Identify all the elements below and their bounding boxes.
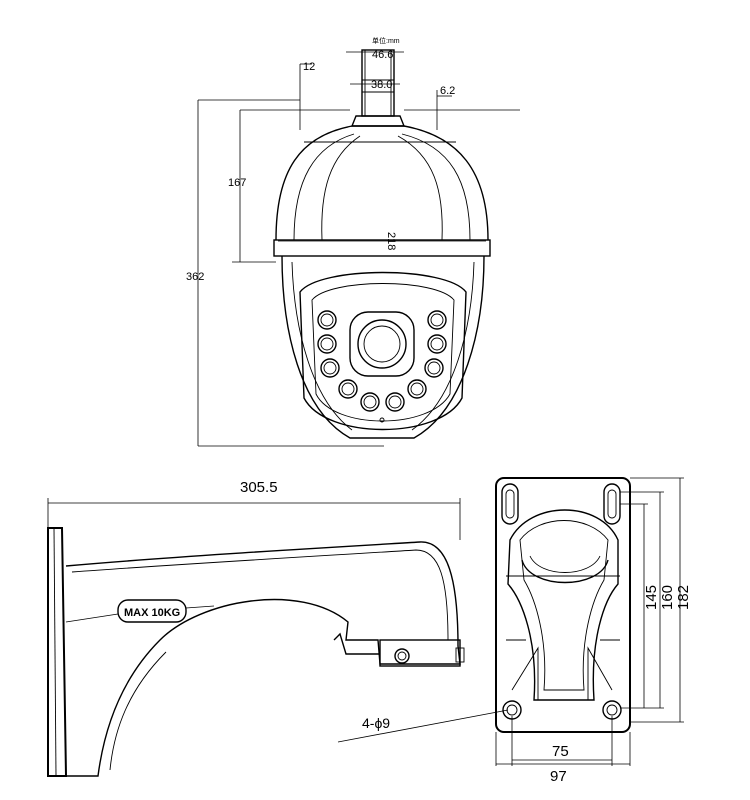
ir-led	[317, 334, 337, 354]
bracket-screw	[394, 648, 410, 664]
mounting-plate	[495, 477, 631, 733]
unit-label: 单位:mm	[372, 36, 400, 45]
dim-6-2: 6.2	[440, 85, 455, 97]
lower-housing	[281, 255, 485, 439]
dim-218: 218	[385, 232, 397, 250]
lens	[357, 319, 407, 369]
dim-38-0: 38.0	[371, 79, 392, 91]
max-load-label: MAX 10KG	[124, 607, 180, 619]
ir-led	[427, 334, 447, 354]
ir-led	[407, 379, 427, 399]
front-window	[299, 271, 467, 431]
dim-182: 182	[675, 585, 692, 610]
holes-label: 4-ϕ9	[362, 715, 390, 731]
ir-led	[320, 358, 340, 378]
bracket-arm	[65, 541, 461, 777]
dim-12: 12	[303, 61, 315, 73]
top-cap	[350, 115, 406, 127]
dim-160: 160	[659, 585, 676, 610]
lens-housing	[349, 311, 415, 377]
ir-led	[317, 310, 337, 330]
mounting-plate-view: 145 160 182 75 97	[495, 477, 692, 785]
dim-75: 75	[552, 743, 569, 760]
wall-plate	[47, 527, 68, 777]
dim-145: 145	[643, 585, 660, 610]
ir-led	[427, 310, 447, 330]
ir-led	[385, 392, 405, 412]
plate-arm-profile	[507, 509, 619, 701]
ir-led-array	[317, 310, 447, 412]
equator-band	[273, 239, 491, 257]
ir-led	[338, 379, 358, 399]
dim-46-6: 46.6	[372, 49, 393, 61]
dim-362: 362	[186, 271, 204, 283]
plate-cradle	[521, 559, 609, 584]
ir-led	[424, 358, 444, 378]
bracket-clip	[333, 632, 380, 655]
slot-top-left	[501, 483, 519, 525]
ir-led	[360, 392, 380, 412]
camera-front-view: 单位:mm 46.6 38.0 12 6.2 167 362 218	[186, 36, 520, 447]
max-load-badge	[117, 599, 187, 623]
upper-housing	[275, 125, 489, 241]
camera-dimensions	[197, 51, 520, 447]
dim-97: 97	[550, 768, 567, 785]
dim-305-5: 305.5	[240, 479, 278, 496]
bracket-mount-end	[379, 639, 461, 667]
dim-167: 167	[228, 177, 246, 189]
wall-bracket-side-view: MAX 10KG 305.5 4-ϕ9	[47, 479, 509, 777]
